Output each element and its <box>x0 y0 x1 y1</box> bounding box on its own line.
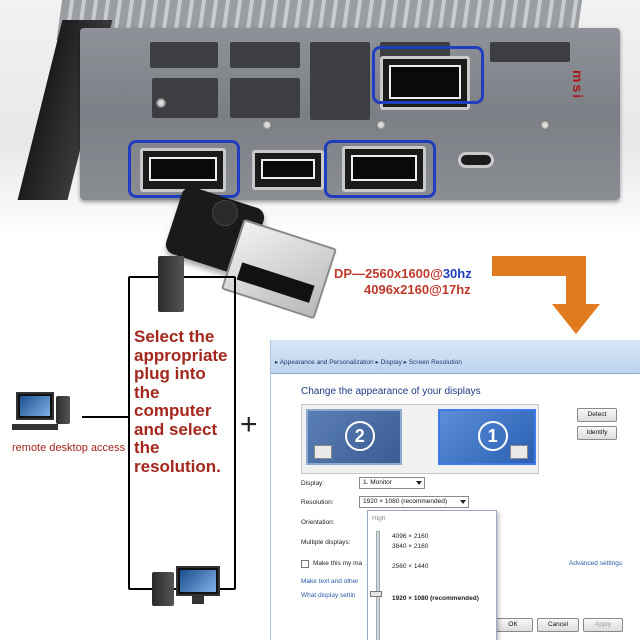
resolution-dropdown: High 4096 × 2160 3840 × 2160 2560 × 1440… <box>367 510 497 640</box>
plus-sign: + <box>240 408 258 441</box>
resolution-select[interactable]: 1920 × 1080 (recommended) <box>359 496 469 508</box>
identify-button[interactable]: Identify <box>577 426 617 440</box>
monitor-1-thumbnail[interactable]: 1 <box>438 409 536 465</box>
display-label: Display: <box>301 480 325 487</box>
resolution-label: Resolution: <box>301 499 334 506</box>
orientation-label: Orientation: <box>301 519 335 526</box>
display-select[interactable]: 1. Monitor <box>359 477 425 489</box>
screw <box>540 120 550 130</box>
screw <box>262 120 272 130</box>
instruction-text: Select the appropriate plug into the com… <box>134 327 228 476</box>
monitor-number: 1 <box>477 421 508 451</box>
text-size-link[interactable]: Make text and other <box>301 578 359 585</box>
monitor-stand <box>192 596 204 604</box>
adapter-logo-icon <box>212 200 238 226</box>
resolution-value: 1920 × 1080 (recommended) <box>363 498 448 505</box>
breadcrumb[interactable]: ▸ Appearance and Personalization ▸ Displ… <box>275 359 462 366</box>
screw <box>376 120 386 130</box>
keyboard-icon <box>510 445 528 459</box>
monitor-number: 2 <box>344 421 375 451</box>
slider-high-label: High <box>372 515 386 522</box>
resolution-option-selected[interactable]: 1920 × 1080 (recommended) <box>392 595 479 602</box>
monitor-icon <box>176 566 220 596</box>
spec-line-1: DP—2560x1600@30hz <box>334 266 472 281</box>
resolution-slider-track[interactable] <box>376 531 380 640</box>
spec-line-2: 4096x2160@17hz <box>364 282 471 297</box>
pc-tower-icon <box>56 396 70 424</box>
monitor-2-thumbnail[interactable]: 2 <box>306 409 402 465</box>
vent-slot <box>230 78 300 118</box>
ok-button[interactable]: OK <box>493 618 533 632</box>
hdmi-port <box>252 150 324 190</box>
highlight-box <box>372 46 484 104</box>
vent-slot <box>310 42 370 120</box>
pc-tower-icon <box>158 256 184 312</box>
io-bracket <box>80 28 620 200</box>
vent-slot <box>230 42 300 68</box>
cancel-button[interactable]: Cancel <box>537 618 579 632</box>
main-display-checkbox[interactable] <box>301 560 309 568</box>
multiple-displays-label: Multiple displays: <box>301 539 351 546</box>
detect-button[interactable]: Detect <box>577 408 617 422</box>
desktop-computer-icon <box>16 392 54 420</box>
page-title: Change the appearance of your displays <box>301 386 481 397</box>
brand-logo: msi <box>570 70 586 101</box>
vent-slot <box>490 42 570 62</box>
chevron-down-icon <box>416 481 422 485</box>
monitor-preview-panel: 2 1 <box>301 404 539 474</box>
displayport-port <box>342 146 426 192</box>
resolution-option[interactable]: 4096 × 2160 <box>392 533 429 540</box>
chevron-down-icon <box>460 500 466 504</box>
resolution-slider-thumb[interactable] <box>370 591 382 597</box>
arrow-shaft <box>492 256 586 276</box>
display-value: 1. Monitor <box>363 479 392 486</box>
display-settings-link[interactable]: What display settin <box>301 592 356 599</box>
highlight-box <box>324 140 436 198</box>
arrow-shaft <box>566 256 586 306</box>
vent-slot <box>150 42 218 68</box>
gpu-bracket-photo: msi <box>0 0 640 240</box>
connection-line <box>82 416 128 418</box>
monitor-icon <box>314 445 332 459</box>
screw <box>156 98 166 108</box>
advanced-settings-link[interactable]: Advanced settings <box>569 560 623 567</box>
usb-c-port <box>458 152 494 168</box>
keyboard-icon <box>12 424 58 430</box>
resolution-option[interactable]: 3840 × 2160 <box>392 543 429 550</box>
pc-tower-icon <box>152 572 174 606</box>
main-display-label: Make this my ma <box>313 560 363 567</box>
screen-resolution-window: ▸ Appearance and Personalization ▸ Displ… <box>270 340 640 640</box>
address-bar: ▸ Appearance and Personalization ▸ Displ… <box>271 340 640 374</box>
apply-button[interactable]: Apply <box>583 618 623 632</box>
resolution-option[interactable]: 2560 × 1440 <box>392 563 429 570</box>
remote-desktop-label: remote desktop access <box>12 442 126 454</box>
arrow-down-icon <box>552 304 600 334</box>
